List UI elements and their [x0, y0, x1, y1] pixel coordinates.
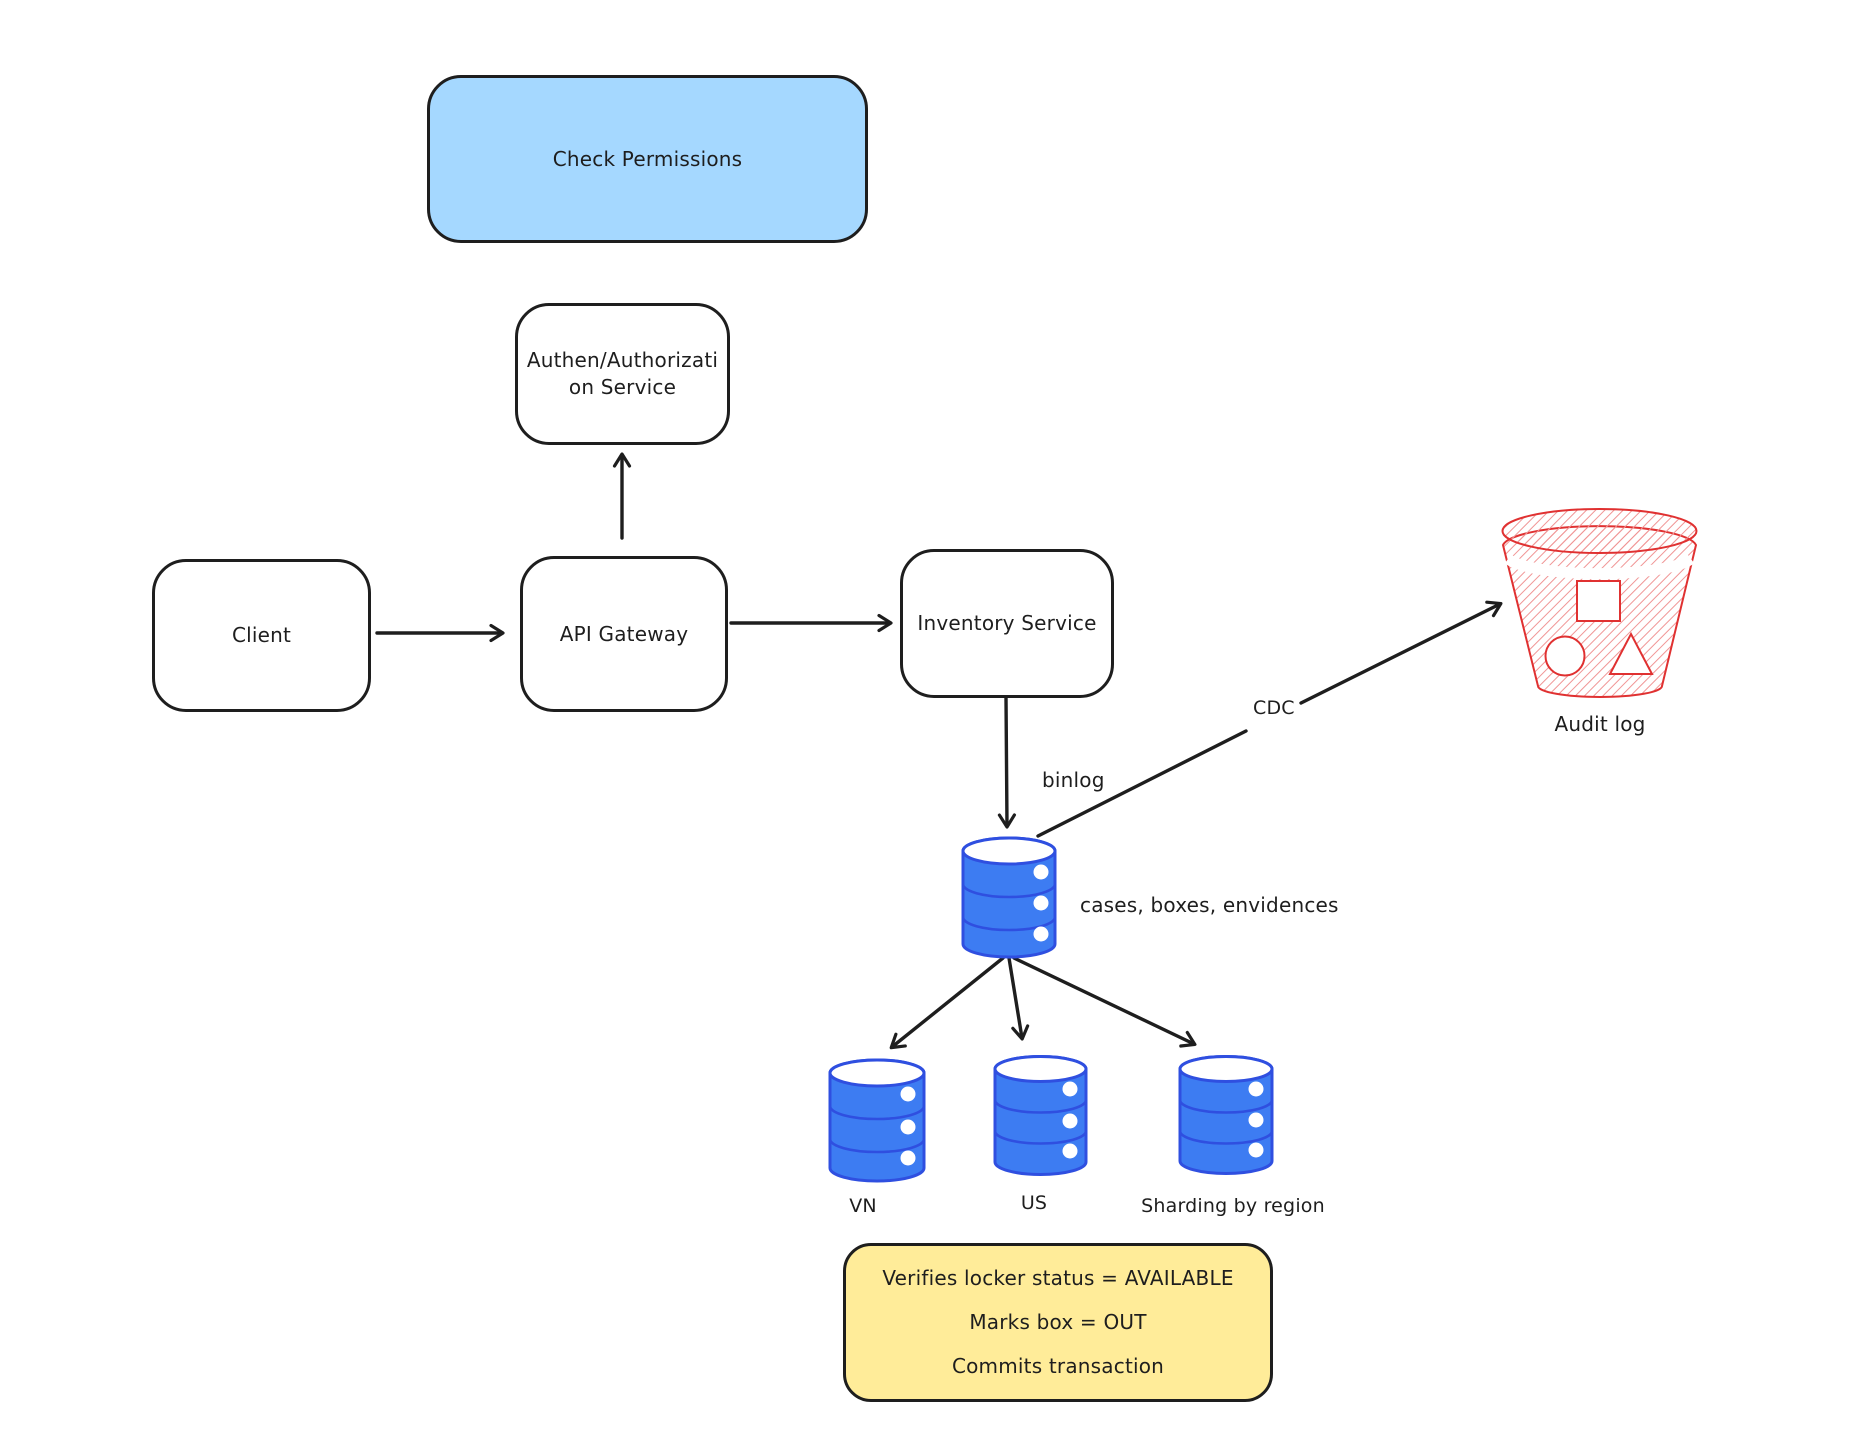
inventory-service-node: Inventory Service [900, 549, 1114, 698]
cdc-line-segment-1 [1036, 729, 1248, 838]
shard-label-region: Sharding by region [1141, 1195, 1325, 1217]
main-db-cylinder [961, 836, 1057, 959]
arrow-main-db-to-vn [889, 956, 1005, 1050]
binlog-edge-label: binlog [1042, 768, 1105, 792]
shard-db-cylinder-vn [828, 1058, 926, 1183]
audit-log-label: Audit log [1554, 712, 1646, 736]
shard-label-us: US [1020, 1192, 1048, 1214]
audit-circle-glyph [1544, 635, 1586, 677]
inventory-service-label: Inventory Service [917, 611, 1097, 635]
arrow-inventory-to-main-db [997, 696, 1017, 829]
cdc-edge-label: CDC [1253, 697, 1295, 719]
arrow-main-db-to-us [1007, 956, 1030, 1041]
auth-service-node: Authen/Authorizati on Service [515, 303, 730, 445]
note-line-3: Commits transaction [951, 1354, 1165, 1378]
arrow-main-db-to-region [1012, 956, 1197, 1048]
auth-service-label-line2: on Service [568, 375, 677, 399]
api-gateway-node: API Gateway [520, 556, 728, 712]
shard-db-cylinder-region [1178, 1055, 1274, 1175]
audit-log-bucket [1501, 508, 1698, 698]
check-permissions-label: Check Permissions [552, 146, 743, 171]
note-line-1: Verifies locker status = AVAILABLE [882, 1266, 1234, 1290]
client-node: Client [152, 559, 371, 712]
auth-service-label-line1: Authen/Authorizati [526, 348, 719, 372]
api-gateway-label: API Gateway [559, 621, 689, 646]
transaction-note-node: Verifies locker status = AVAILABLE Marks… [843, 1243, 1273, 1402]
client-label: Client [231, 623, 292, 647]
shard-label-vn: VN [849, 1195, 877, 1217]
arrow-cdc-to-audit-log [1299, 600, 1503, 705]
note-line-2: Marks box = OUT [969, 1310, 1147, 1334]
shard-db-cylinder-us [993, 1055, 1088, 1176]
check-permissions-node: Check Permissions [427, 75, 868, 243]
audit-triangle-glyph [1608, 631, 1654, 675]
main-db-label: cases, boxes, envidences [1080, 893, 1339, 917]
audit-square-glyph [1576, 580, 1621, 622]
